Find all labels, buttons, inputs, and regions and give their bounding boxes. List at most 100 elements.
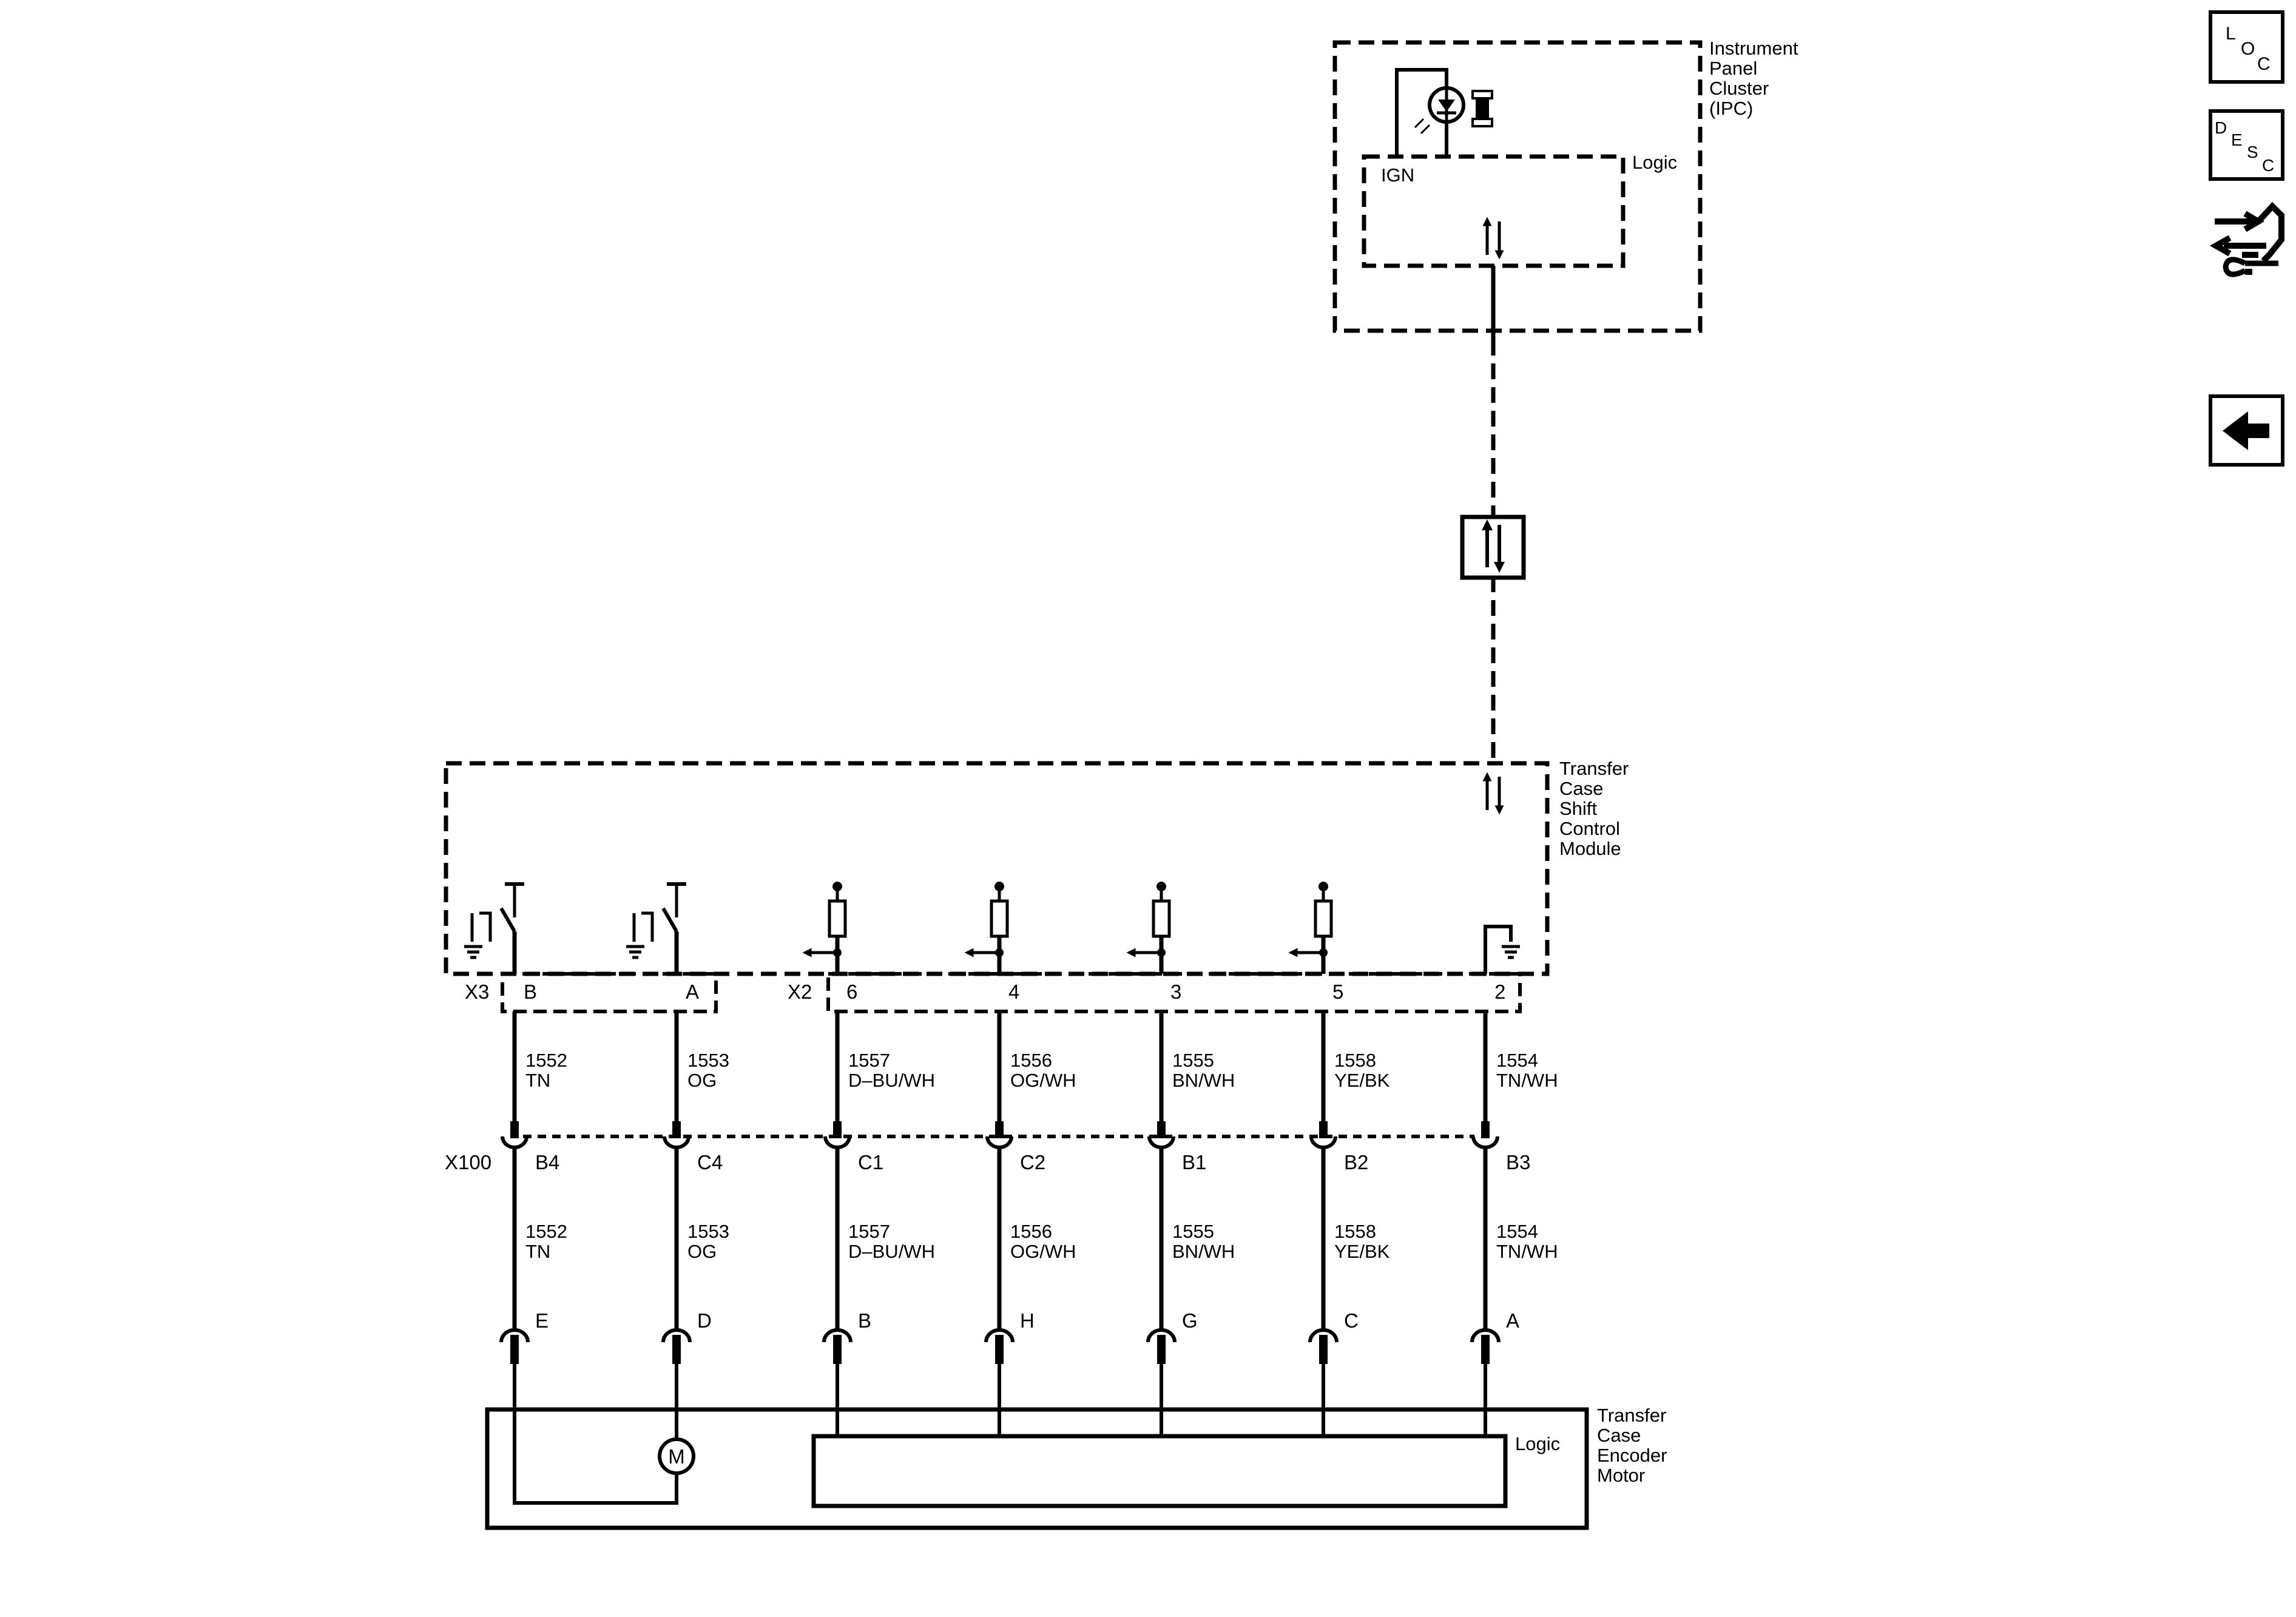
circuits: B1552TNB41552TNEA1553OGC41553OGD61557D–B… [499, 981, 1558, 1436]
module-title-line: Shift [1559, 798, 1597, 819]
module-pullup-6 [802, 882, 847, 974]
module-pullup-5 [1288, 882, 1333, 974]
x100-terminal-socket [1147, 1136, 1175, 1149]
circuit-number: 1557 [848, 1221, 890, 1242]
motor-icon: M [658, 1437, 695, 1475]
wire-color: OG/WH [1010, 1070, 1076, 1091]
motor-label: M [668, 1445, 685, 1468]
circuit-number: 1556 [1010, 1221, 1052, 1242]
x100-pin-label: B4 [535, 1151, 559, 1173]
circuit-number: 1558 [1334, 1050, 1376, 1071]
wire-color: D–BU/WH [848, 1070, 935, 1091]
encoder-terminal-pin [995, 1335, 1004, 1364]
x100-pin-label: C1 [858, 1151, 883, 1173]
circuit-number: 1552 [525, 1221, 567, 1242]
circuit-number: 1553 [687, 1221, 729, 1242]
encoder-terminal-socket [1146, 1328, 1177, 1343]
module-title-line: Control [1559, 818, 1620, 839]
encoder-pin-label: D [697, 1309, 712, 1332]
transfer-case-shift-control-module: Transfer Case Shift Control Module X3 X2 [444, 758, 1629, 1013]
encoder-terminal-socket [822, 1328, 853, 1343]
x100-pin-label: C2 [1020, 1151, 1045, 1173]
desc-letter: C [2262, 156, 2274, 175]
connector-end-view-icon[interactable] [2209, 201, 2284, 277]
back-arrow-icon[interactable] [2209, 394, 2284, 467]
encoder-terminal-pin [672, 1335, 681, 1364]
module-serial-data-icon [1482, 772, 1504, 815]
wire-color: OG [687, 1070, 717, 1091]
circuit-number: 1555 [1172, 1221, 1214, 1242]
wire-color: YE/BK [1334, 1070, 1390, 1091]
desc-letter: S [2247, 143, 2258, 161]
encoder-title-line: Motor [1597, 1465, 1645, 1486]
x100-terminal-pin [1481, 1121, 1490, 1138]
wire-color: TN [525, 1070, 550, 1091]
encoder-terminal-socket [499, 1328, 530, 1343]
wire-color: TN/WH [1496, 1070, 1558, 1091]
circuit-number: 1557 [848, 1050, 890, 1071]
x100-pin-label: B2 [1344, 1151, 1368, 1173]
loc-letter: O [2241, 39, 2255, 59]
module-pin-label: 6 [846, 981, 857, 1003]
module-pullup-4 [964, 882, 1009, 974]
module-title-line: Case [1559, 778, 1603, 799]
connector-x2-label: X2 [788, 981, 812, 1003]
wire-color: BN/WH [1172, 1241, 1235, 1262]
x100-terminal-socket [985, 1136, 1013, 1149]
x100-terminal-pin [1319, 1121, 1328, 1138]
circuit-number: 1554 [1496, 1050, 1538, 1071]
encoder-terminal-socket [1308, 1328, 1339, 1343]
encoder-logic-label: Logic [1515, 1433, 1560, 1454]
connector-x2-outline [826, 972, 1522, 1013]
encoder-pin-label: A [1506, 1309, 1519, 1332]
serial-data-line [1460, 266, 1526, 763]
encoder-terminal-socket [661, 1328, 692, 1343]
encoder-title-line: Encoder [1597, 1445, 1667, 1466]
x100-pin-label: C4 [697, 1151, 723, 1173]
wire-color: YE/BK [1334, 1241, 1390, 1262]
encoder-pin-label: G [1182, 1309, 1198, 1332]
encoder-pin-label: B [858, 1309, 871, 1332]
x100-terminal-socket [823, 1136, 851, 1149]
ipc-title: Instrument Panel Cluster (IPC) [1709, 38, 1798, 119]
wire-color: TN [525, 1241, 550, 1262]
location-button[interactable]: L O C [2209, 10, 2284, 84]
x100-terminal-socket [1309, 1136, 1337, 1149]
desc-letter: D [2215, 118, 2227, 137]
x100-pin-label: B3 [1506, 1151, 1530, 1173]
module-pin-label: 5 [1332, 981, 1343, 1003]
encoder-terminal-pin [1481, 1335, 1490, 1364]
module-title-line: Module [1559, 838, 1621, 859]
ipc-title-line: Panel [1709, 58, 1757, 79]
desc-letter: E [2231, 130, 2243, 149]
circuit-number: 1552 [525, 1050, 567, 1071]
ipc-title-line: Instrument [1709, 38, 1798, 59]
ipc-ign-label: IGN [1381, 164, 1414, 186]
encoder-title: Transfer Case Encoder Motor [1597, 1405, 1667, 1486]
circuit-number: 1556 [1010, 1050, 1052, 1071]
serial-data-box [1460, 515, 1526, 580]
encoder-terminal-socket [1470, 1328, 1501, 1343]
module-ground-2 [1484, 925, 1520, 974]
circuit-number: 1558 [1334, 1221, 1376, 1242]
x100-terminal-pin [672, 1121, 681, 1138]
module-switch-a [626, 882, 686, 974]
x100-terminal-pin [1157, 1121, 1166, 1138]
instrument-panel-cluster: Logic IGN Instrument Panel Cluster (IPC) [1332, 38, 1798, 333]
circuit-number: 1555 [1172, 1050, 1214, 1071]
encoder-terminal-pin [510, 1335, 519, 1364]
four-wheel-drive-icon [1471, 90, 1493, 127]
x100-terminal-pin [833, 1121, 842, 1138]
x100-pin-label: B1 [1182, 1151, 1206, 1173]
x100-terminal-pin [995, 1121, 1004, 1138]
encoder-title-line: Case [1597, 1425, 1641, 1446]
description-button[interactable]: D E S C [2209, 109, 2284, 181]
module-pin-label: 3 [1170, 981, 1181, 1003]
